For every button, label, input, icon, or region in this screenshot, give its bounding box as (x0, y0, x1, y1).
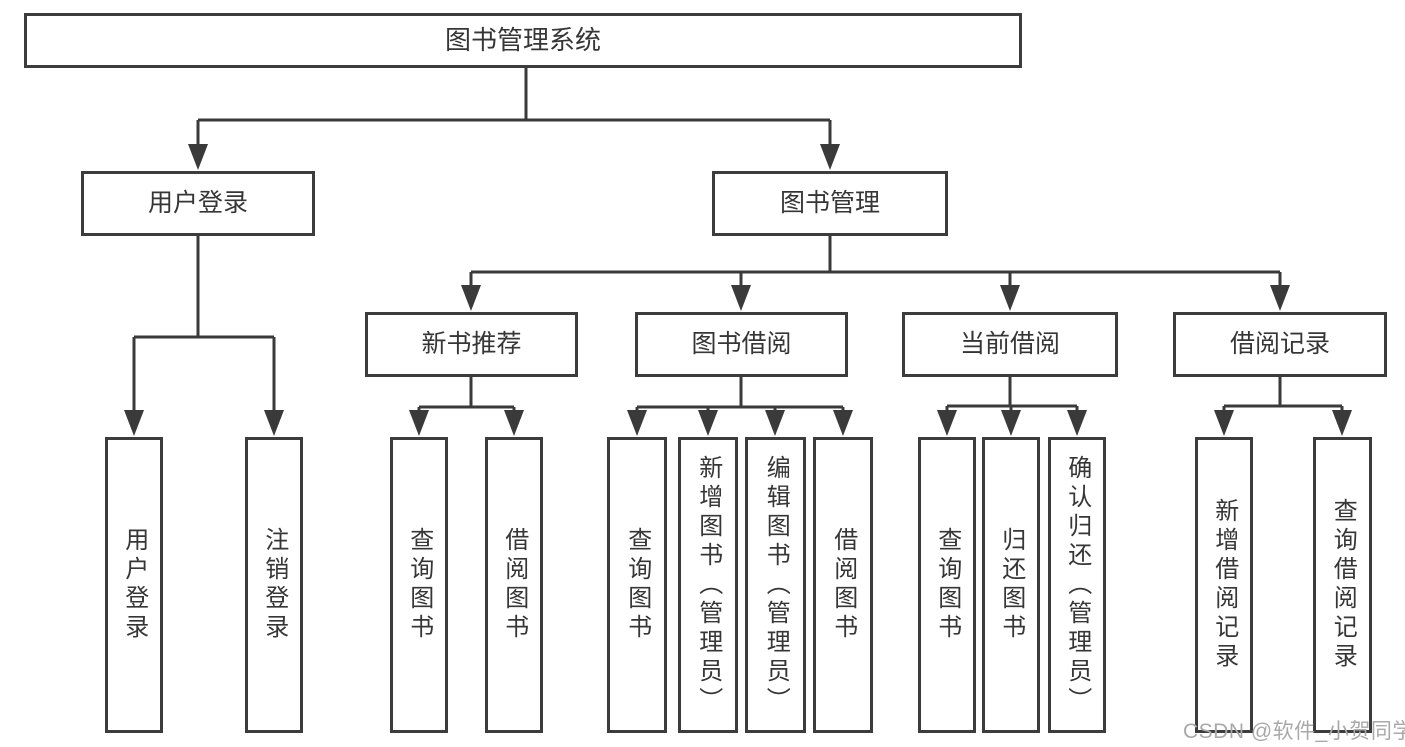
arrowhead-icon (1332, 410, 1352, 436)
connector-arrowheads (124, 144, 1352, 436)
node-user-login: 用户登录 (81, 171, 315, 236)
arrowhead-icon (937, 410, 957, 436)
node-current-borrowing: 当前借阅 (902, 312, 1118, 377)
connector-lines (132, 68, 1344, 432)
arrowhead-icon (765, 410, 785, 436)
leaf-borrowing-edit-books-admin: 编辑图书（管理员） (745, 437, 806, 733)
arrowhead-icon (1214, 410, 1234, 436)
leaf-borrowing-borrow-books: 借阅图书 (813, 437, 873, 733)
leaf-current-return-books: 归还图书 (982, 437, 1040, 733)
leaf-records-add-record: 新增借阅记录 (1195, 437, 1253, 733)
arrowhead-icon (1000, 285, 1020, 311)
leaf-borrowing-add-books-admin: 新增图书（管理员） (678, 437, 738, 733)
leaf-recommend-query-books: 查询图书 (390, 437, 448, 733)
arrowhead-icon (1270, 285, 1290, 311)
arrowhead-icon (1001, 410, 1021, 436)
node-book-borrowing: 图书借阅 (635, 312, 848, 377)
leaf-logout: 注销登录 (245, 437, 303, 733)
arrowhead-icon (409, 410, 429, 436)
arrowhead-icon (188, 144, 208, 170)
node-book-management: 图书管理 (712, 171, 948, 236)
arrowhead-icon (461, 285, 481, 311)
arrowhead-icon (124, 410, 144, 436)
leaf-current-query-books: 查询图书 (918, 437, 976, 733)
arrowhead-icon (504, 410, 524, 436)
leaf-current-confirm-return-admin: 确认归还（管理员） (1048, 437, 1106, 733)
node-new-book-recommend: 新书推荐 (365, 312, 578, 377)
leaf-borrowing-query-books: 查询图书 (607, 437, 667, 733)
node-borrowing-records: 借阅记录 (1173, 312, 1387, 377)
arrowhead-icon (820, 144, 840, 170)
arrowhead-icon (698, 410, 718, 436)
arrowhead-icon (1067, 410, 1087, 436)
node-library-management-system: 图书管理系统 (24, 13, 1022, 68)
arrowhead-icon (833, 410, 853, 436)
leaf-user-login: 用户登录 (105, 437, 163, 733)
arrowhead-icon (264, 410, 284, 436)
leaf-recommend-borrow-books: 借阅图书 (485, 437, 543, 733)
csdn-watermark: CSDN @软件_小贺同学 (1183, 720, 1405, 743)
arrowhead-icon (627, 410, 647, 436)
leaf-records-query-record: 查询借阅记录 (1313, 437, 1372, 733)
arrowhead-icon (731, 285, 751, 311)
